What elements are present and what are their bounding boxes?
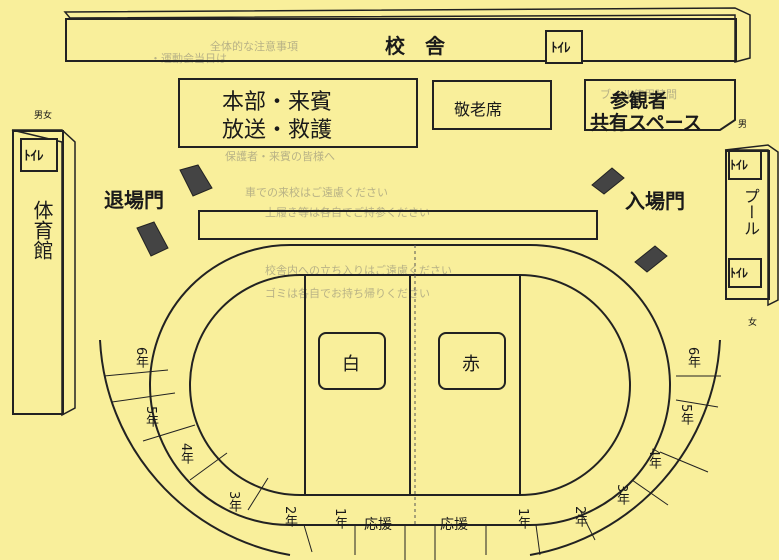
- hq-tent: [178, 78, 418, 148]
- team-white-label: 白: [342, 354, 360, 375]
- exit-gate-label: 退場門: [104, 188, 164, 212]
- left-stand-grade6: 6年: [133, 347, 148, 369]
- gym-toilet-label: ﾄｲﾚ: [24, 149, 44, 164]
- left-stand-grade1: 1年: [332, 508, 347, 530]
- elder-seats-label: 敬老席: [454, 100, 503, 119]
- team-white-box: [318, 332, 386, 390]
- gym-label: 体育館: [30, 200, 54, 260]
- pool-toilet-top: [728, 150, 762, 180]
- right-stand-grade2: 2年: [572, 506, 587, 528]
- bleed-text-4: 保護者・来賓の皆様へ: [225, 150, 335, 163]
- hq-tent-line2: 放送・救護: [222, 118, 333, 143]
- gym-building: [12, 130, 64, 415]
- team-red-label: 赤: [462, 354, 480, 375]
- left-stand-grade5: 5年: [143, 406, 158, 428]
- bleed-text-1: 全体的な注意事項: [210, 40, 298, 53]
- school-building: [65, 18, 737, 62]
- bleed-text-3: ブール使用時間: [600, 88, 677, 101]
- right-stand-grade5: 5年: [678, 404, 693, 426]
- bleed-text-7: 校舎内への立ち入りはご遠慮ください: [265, 264, 452, 277]
- left-stand-grade2: 2年: [282, 506, 297, 528]
- spectator-space-line1: 参観者: [610, 90, 668, 112]
- pool-label: プール: [741, 188, 760, 236]
- right-stand-grade3: 3年: [614, 484, 629, 506]
- pool-restroom-symbol-bottom: 女: [748, 318, 758, 328]
- bleed-text-5: 車での来校はご遠慮ください: [245, 186, 388, 199]
- entry-gate-label: 入場門: [625, 189, 685, 213]
- school-toilet-label: ﾄｲﾚ: [551, 41, 571, 56]
- team-red-box: [438, 332, 506, 390]
- left-stand-cheer: 応援: [364, 517, 392, 533]
- right-stand-grade4: 4年: [646, 448, 661, 470]
- pool-toilet-top-label: ﾄｲﾚ: [730, 158, 749, 172]
- bleed-text-6: 上履き等は各自でご持参ください: [265, 206, 430, 219]
- school-building-label: 校 舎: [385, 34, 445, 58]
- hq-tent-line1: 本部・来賓: [222, 90, 333, 115]
- gym-toilet: [20, 138, 58, 172]
- left-stand-grade4: 4年: [178, 443, 193, 465]
- right-stand-grade6: 6年: [685, 347, 700, 369]
- pool-restroom-symbol-top: 男: [738, 120, 748, 130]
- bleed-text-8: ゴミは各自でお持ち帰りください: [265, 287, 430, 300]
- front-bar: [198, 210, 598, 240]
- spectator-space-line2: 共有スペース: [590, 112, 702, 134]
- pool-toilet-bottom-label: ﾄｲﾚ: [730, 266, 749, 280]
- spectator-panel: [584, 79, 736, 131]
- school-toilet: [545, 30, 583, 64]
- right-stand-grade1: 1年: [515, 508, 530, 530]
- left-stand-grade3: 3年: [226, 491, 241, 513]
- elder-seats: [432, 80, 552, 130]
- right-stand-cheer: 応援: [440, 517, 468, 533]
- exit-gate-markers: [136, 164, 213, 257]
- entry-gate-markers: [591, 167, 668, 273]
- gym-restroom-symbols: 男女: [34, 111, 53, 121]
- pool-toilet-bottom: [728, 258, 762, 288]
